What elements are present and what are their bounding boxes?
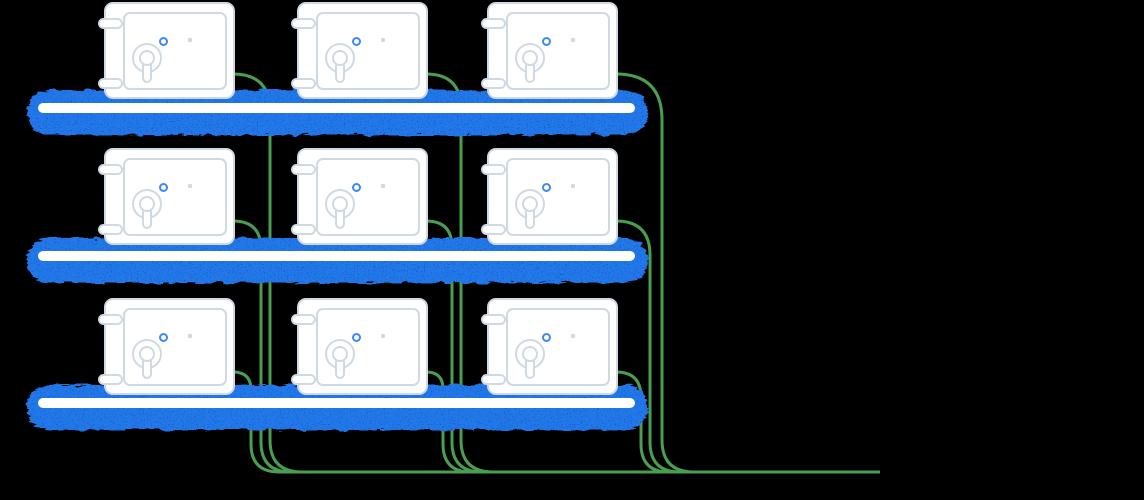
safe-hinge-bottom-icon [481,374,506,385]
safe-hinge-bottom-icon [291,224,316,235]
safe-door [506,158,610,236]
keypad-key [381,184,385,188]
cable-line [615,219,880,474]
safe-illustration-r1c2 [291,2,428,99]
safe-illustration-r2c1 [98,148,235,245]
shelf-highlight [38,398,635,408]
keypad-key [188,184,192,188]
cable-group [232,72,880,474]
safe-door [316,12,420,90]
safe-hinge-top-icon [481,18,506,29]
safe-hinge-bottom-icon [291,78,316,89]
safe-indicator-dot-icon [542,37,551,46]
safe-illustration-r3c1 [98,298,235,395]
keypad-key [381,334,385,338]
safe-hinge-top-icon [98,164,123,175]
safe-dial-knob-icon [139,50,155,66]
keypad-key [571,184,575,188]
safe-dial-knob-icon [139,196,155,212]
safe-hinge-top-icon [291,164,316,175]
safe-door [506,12,610,90]
safe-hinge-bottom-icon [98,224,123,235]
safe-door [506,308,610,386]
safe-dial-knob-icon [522,346,538,362]
safe-hinge-bottom-icon [291,374,316,385]
keypad-key [381,38,385,42]
safe-indicator-dot-icon [352,183,361,192]
safe-indicator-dot-icon [159,183,168,192]
keypad-key [188,38,192,42]
safe-illustration-r3c3 [481,298,618,395]
safe-dial-knob-icon [522,196,538,212]
safe-illustration-r1c1 [98,2,235,99]
shelf-group [27,90,648,430]
safe-hinge-top-icon [98,18,123,29]
safe-dial-knob-icon [522,50,538,66]
safe-illustration-r3c2 [291,298,428,395]
cable-line [425,370,880,474]
safe-dial-knob-icon [332,50,348,66]
safe-dial-knob-icon [139,346,155,362]
safe-hinge-top-icon [291,314,316,325]
safe-hinge-bottom-icon [481,78,506,89]
safe-illustration-r2c2 [291,148,428,245]
safe-door [123,12,227,90]
keypad-key [571,334,575,338]
safe-hinge-top-icon [481,314,506,325]
safe-door [123,308,227,386]
safe-indicator-dot-icon [542,333,551,342]
safe-hinge-bottom-icon [98,78,123,89]
safe-dial-knob-icon [332,196,348,212]
safe-illustration-r2c3 [481,148,618,245]
cable-line [615,72,880,474]
safe-door [123,158,227,236]
cable-line [615,370,880,474]
safe-hinge-bottom-icon [481,224,506,235]
safe-hinge-top-icon [291,18,316,29]
safe-indicator-dot-icon [159,333,168,342]
safe-hinge-top-icon [98,314,123,325]
safe-dial-knob-icon [332,346,348,362]
safe-illustration-r1c3 [481,2,618,99]
shelf-highlight [38,251,635,261]
safe-hinge-bottom-icon [98,374,123,385]
safe-indicator-dot-icon [542,183,551,192]
safe-indicator-dot-icon [352,37,361,46]
safe-door [316,308,420,386]
safe-indicator-dot-icon [159,37,168,46]
keypad-key [571,38,575,42]
shelf-highlight [38,103,635,113]
safe-door [316,158,420,236]
keypad-key [188,334,192,338]
cable-line [232,370,880,474]
safe-indicator-dot-icon [352,333,361,342]
safe-hinge-top-icon [481,164,506,175]
